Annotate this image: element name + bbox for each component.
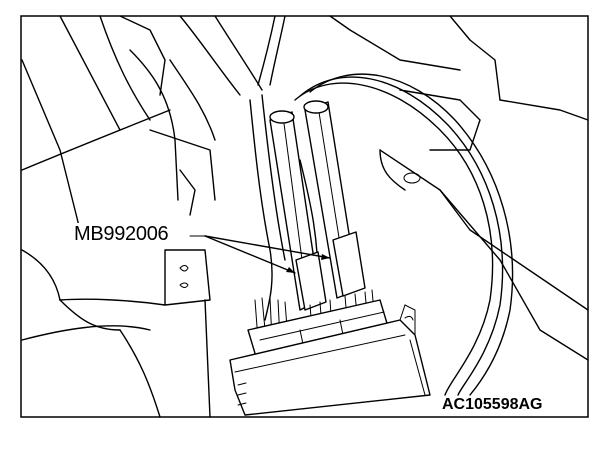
test-probe-left (269, 110, 327, 311)
body-panel (329, 15, 589, 361)
dashboard-panel (21, 15, 263, 418)
test-probe-right (303, 100, 366, 299)
ecu-connector (229, 299, 431, 416)
figure-reference-code: AC105598AG (442, 396, 543, 413)
tool-callout-label: MB992006 (72, 223, 171, 245)
probe-leads (294, 73, 514, 396)
callout-leaders (189, 235, 331, 274)
figure-border (20, 15, 589, 418)
wire-harness (249, 15, 319, 321)
